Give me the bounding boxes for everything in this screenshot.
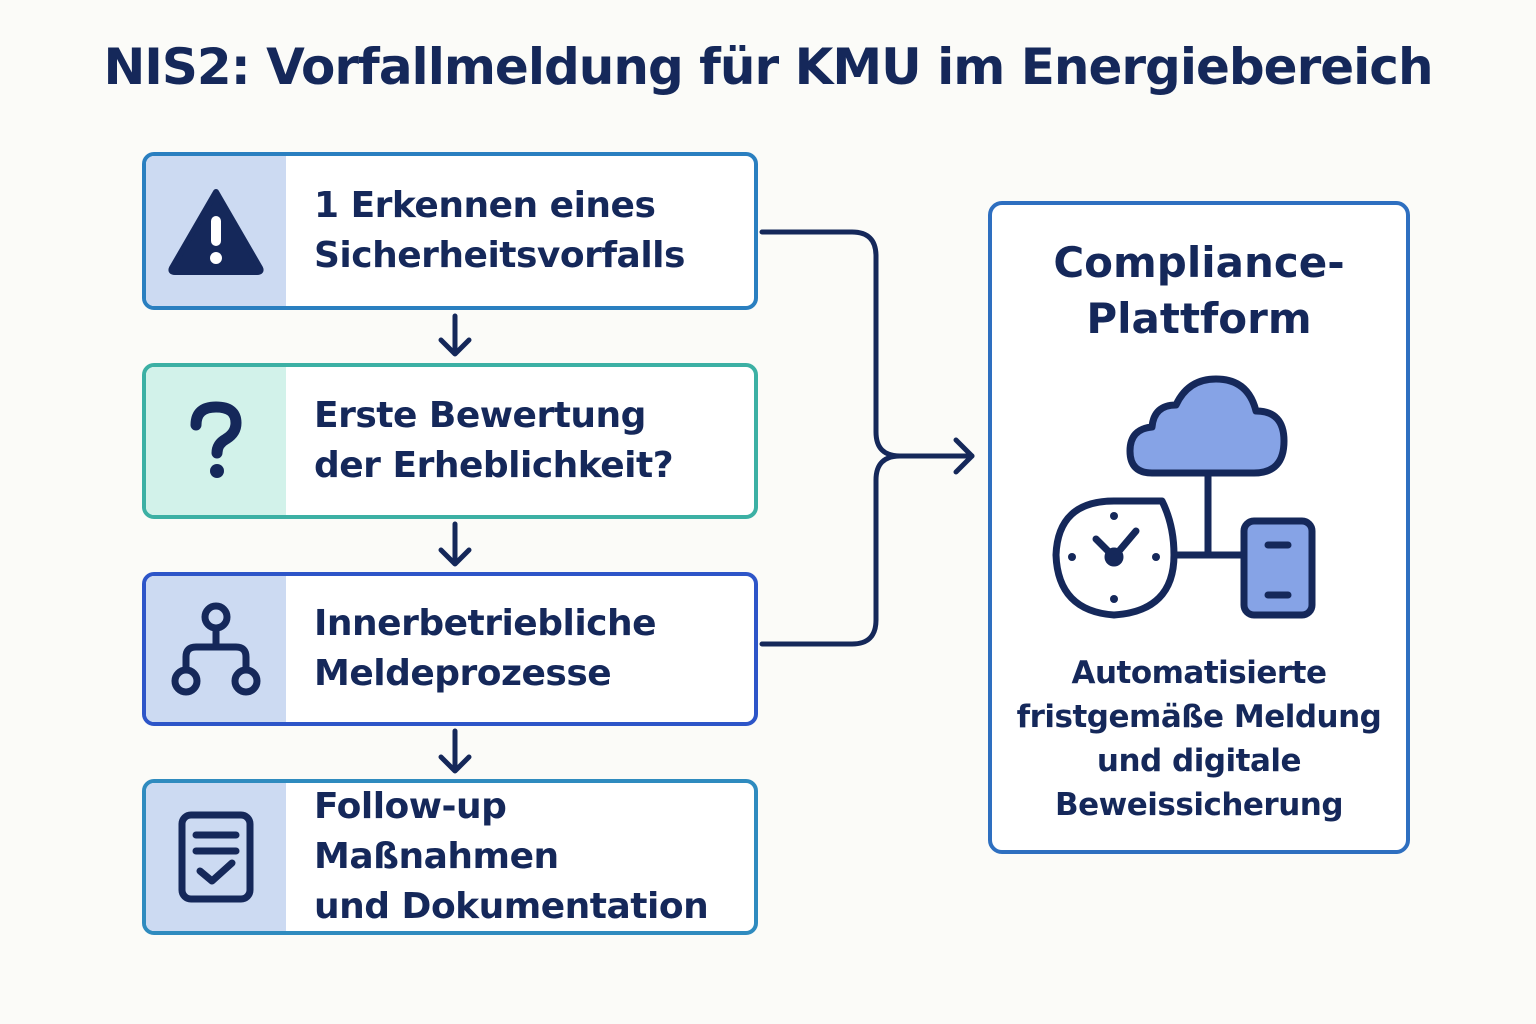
hierarchy-icon	[171, 602, 261, 696]
step-icon-panel	[146, 783, 286, 931]
clock-icon	[1052, 497, 1178, 619]
compliance-platform-panel: Compliance- Plattform	[988, 201, 1410, 854]
platform-title-line2: Plattform	[1086, 294, 1312, 343]
step-title-line1: Innerbetriebliche	[314, 603, 657, 644]
step-text: Erste Bewertung der Erheblichkeit?	[286, 367, 754, 515]
platform-desc-line1: Automatisierte	[1071, 655, 1327, 691]
step-text: Innerbetriebliche Meldeprozesse	[286, 576, 754, 722]
step-follow-up: Follow-up Maßnahmen und Dokumentation	[142, 779, 758, 935]
step-detect-incident: 1 Erkennen eines Sicherheitsvorfalls	[142, 152, 758, 310]
step-title-line1: Follow-up Maßnahmen	[314, 786, 559, 877]
checklist-icon	[178, 811, 254, 903]
page-title: NIS2: Vorfallmeldung für KMU im Energieb…	[103, 38, 1433, 96]
clock-ticks	[1068, 512, 1160, 603]
platform-illustration	[1052, 375, 1316, 619]
step-text: Follow-up Maßnahmen und Dokumentation	[286, 783, 754, 931]
step-text: 1 Erkennen eines Sicherheitsvorfalls	[286, 156, 754, 306]
step-title-line1: 1 Erkennen eines	[314, 185, 656, 226]
warning-icon	[168, 189, 264, 275]
step-title-line1: Erste Bewertung	[314, 395, 646, 436]
step-icon-panel	[146, 576, 286, 722]
step-title-line2: Sicherheitsvorfalls	[314, 235, 685, 276]
platform-desc-line3: und digitale	[1096, 743, 1302, 779]
arrow-down-3	[438, 728, 472, 774]
step-icon-panel	[146, 367, 286, 515]
arrow-down-2	[438, 521, 472, 567]
platform-title: Compliance- Plattform	[992, 235, 1406, 347]
cloud-icon	[1126, 375, 1288, 477]
device-icon	[1240, 517, 1316, 619]
step-title-line2: Meldeprozesse	[314, 653, 612, 694]
arrow-down-1	[438, 313, 472, 357]
platform-title-line1: Compliance-	[1053, 238, 1345, 287]
step-initial-assessment: Erste Bewertung der Erheblichkeit?	[142, 363, 758, 519]
platform-description: Automatisierte fristgemäße Meldung und d…	[992, 651, 1406, 827]
step-title-line2: und Dokumentation	[314, 886, 709, 927]
step-title-line2: der Erheblichkeit?	[314, 445, 674, 486]
step-internal-reporting: Innerbetriebliche Meldeprozesse	[142, 572, 758, 726]
platform-desc-line4: Beweissicherung	[1054, 787, 1344, 823]
platform-desc-line2: fristgemäße Meldung	[1016, 699, 1382, 735]
step-icon-panel	[146, 156, 286, 306]
question-icon	[190, 401, 242, 478]
bracket-connector	[759, 229, 975, 647]
